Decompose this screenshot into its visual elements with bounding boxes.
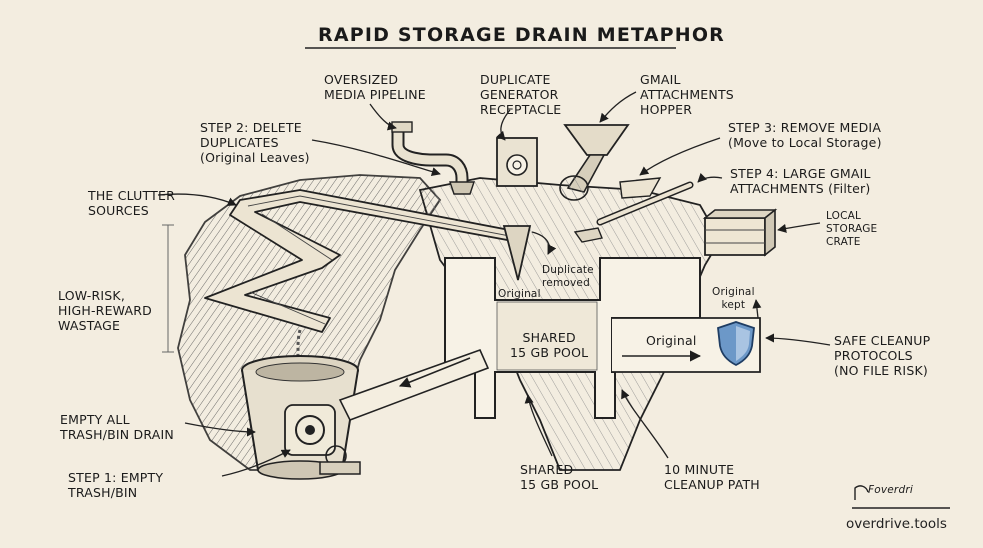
label-duplicate-removed: Duplicate removed	[542, 264, 594, 290]
label-shared-pool-bottom: SHARED 15 GB POOL	[520, 462, 598, 492]
label-line: PROTOCOLS	[834, 348, 913, 363]
label-line: (Original Leaves)	[200, 150, 310, 165]
label-line: STEP 1: EMPTY	[68, 470, 164, 485]
label-line: kept	[721, 299, 746, 311]
label-line: DUPLICATES	[200, 135, 279, 150]
label-original-kept: Original kept	[712, 286, 755, 312]
label-line: WASTAGE	[58, 318, 121, 333]
label-line: SOURCES	[88, 203, 149, 218]
flow-arrow-removed	[531, 231, 557, 255]
label-line: SHARED	[520, 462, 574, 477]
label-line: TRASH/BIN	[68, 485, 138, 500]
shield-highlight	[736, 326, 750, 361]
label-line: STORAGE	[826, 223, 878, 235]
flow-arrow-return	[398, 357, 471, 388]
signature: Foverdri	[868, 484, 913, 496]
label-oversized-media: OVERSIZED MEDIA PIPELINE	[324, 72, 426, 102]
brand-watermark: overdrive.tools	[846, 516, 947, 532]
label-line: Duplicate	[542, 264, 594, 276]
label-local-storage: LOCAL STORAGE CRATE	[826, 210, 877, 249]
label-original-in: Original	[498, 288, 541, 300]
pool-water	[496, 301, 598, 371]
label-original-flow: Original	[646, 333, 697, 348]
gmail-hopper	[559, 124, 630, 201]
label-step3: STEP 3: REMOVE MEDIA (Move to Local Stor…	[728, 120, 882, 150]
label-line: 15 GB POOL	[520, 477, 599, 492]
label-safe-cleanup: SAFE CLEANUP PROTOCOLS (NO FILE RISK)	[834, 333, 930, 378]
leader-lines	[157, 91, 831, 477]
label-line: MEDIA PIPELINE	[324, 87, 426, 102]
local-storage-crate	[702, 208, 778, 257]
label-line: ATTACHMENTS (Filter)	[730, 181, 871, 196]
label-clutter-sources: THE CLUTTER SOURCES	[88, 188, 175, 218]
label-line: THE CLUTTER	[88, 188, 175, 203]
label-duplicate-generator: DUPLICATE GENERATOR RECEPTACLE	[480, 72, 561, 117]
signature-mark	[852, 485, 950, 509]
label-line: ATTACHMENTS	[640, 87, 734, 102]
label-line: Original	[712, 286, 755, 298]
duplicate-splitter	[502, 225, 532, 281]
label-line: (Move to Local Storage)	[728, 135, 882, 150]
page-title: RAPID STORAGE DRAIN METAPHOR	[318, 24, 726, 46]
label-cleanup-path: 10 MINUTE CLEANUP PATH	[664, 462, 760, 492]
low-risk-bracket	[162, 224, 174, 353]
label-line: 10 MINUTE	[664, 462, 735, 477]
label-line: STEP 4: LARGE GMAIL	[730, 166, 871, 181]
label-line: EMPTY ALL	[60, 412, 130, 427]
label-line: DUPLICATE	[480, 72, 551, 87]
label-line: HIGH-REWARD	[58, 303, 153, 318]
label-line: STEP 2: DELETE	[200, 120, 302, 135]
label-line: HOPPER	[640, 102, 693, 117]
label-line: OVERSIZED	[324, 72, 399, 87]
drain-return-channel	[338, 348, 490, 422]
label-line: SAFE CLEANUP	[834, 333, 931, 348]
label-line: GENERATOR	[480, 87, 559, 102]
label-line: LOCAL	[826, 210, 862, 222]
label-step1: STEP 1: EMPTY TRASH/BIN	[68, 470, 163, 500]
label-empty-drain: EMPTY ALL TRASH/BIN DRAIN	[60, 412, 174, 442]
attachment-filter-arm	[573, 177, 694, 243]
label-line: SHARED	[522, 330, 576, 345]
label-line: RECEPTACLE	[480, 102, 562, 117]
label-step4: STEP 4: LARGE GMAIL ATTACHMENTS (Filter)	[730, 166, 871, 196]
flow-arrow-kept	[752, 299, 762, 319]
label-line: TRASH/BIN DRAIN	[60, 427, 174, 442]
label-low-risk: LOW-RISK, HIGH-REWARD WASTAGE	[58, 288, 152, 333]
label-shared-pool-inner: SHARED 15 GB POOL	[510, 330, 588, 360]
label-line: GMAIL	[640, 72, 681, 87]
label-line: removed	[542, 277, 590, 289]
conveyor-rail	[247, 195, 516, 325]
label-step2: STEP 2: DELETE DUPLICATES (Original Leav…	[200, 120, 310, 165]
pour-stream	[294, 329, 302, 369]
gear-base	[319, 461, 361, 475]
label-line: 15 GB POOL	[510, 345, 589, 360]
label-line: STEP 3: REMOVE MEDIA	[728, 120, 882, 135]
duplicate-generator-box	[496, 137, 538, 187]
label-line: (NO FILE RISK)	[834, 363, 928, 378]
media-pipeline	[391, 121, 475, 195]
label-line: LOW-RISK,	[58, 288, 125, 303]
label-line: CLEANUP PATH	[664, 477, 760, 492]
label-line: CRATE	[826, 236, 861, 248]
label-gmail-hopper: GMAIL ATTACHMENTS HOPPER	[640, 72, 734, 117]
